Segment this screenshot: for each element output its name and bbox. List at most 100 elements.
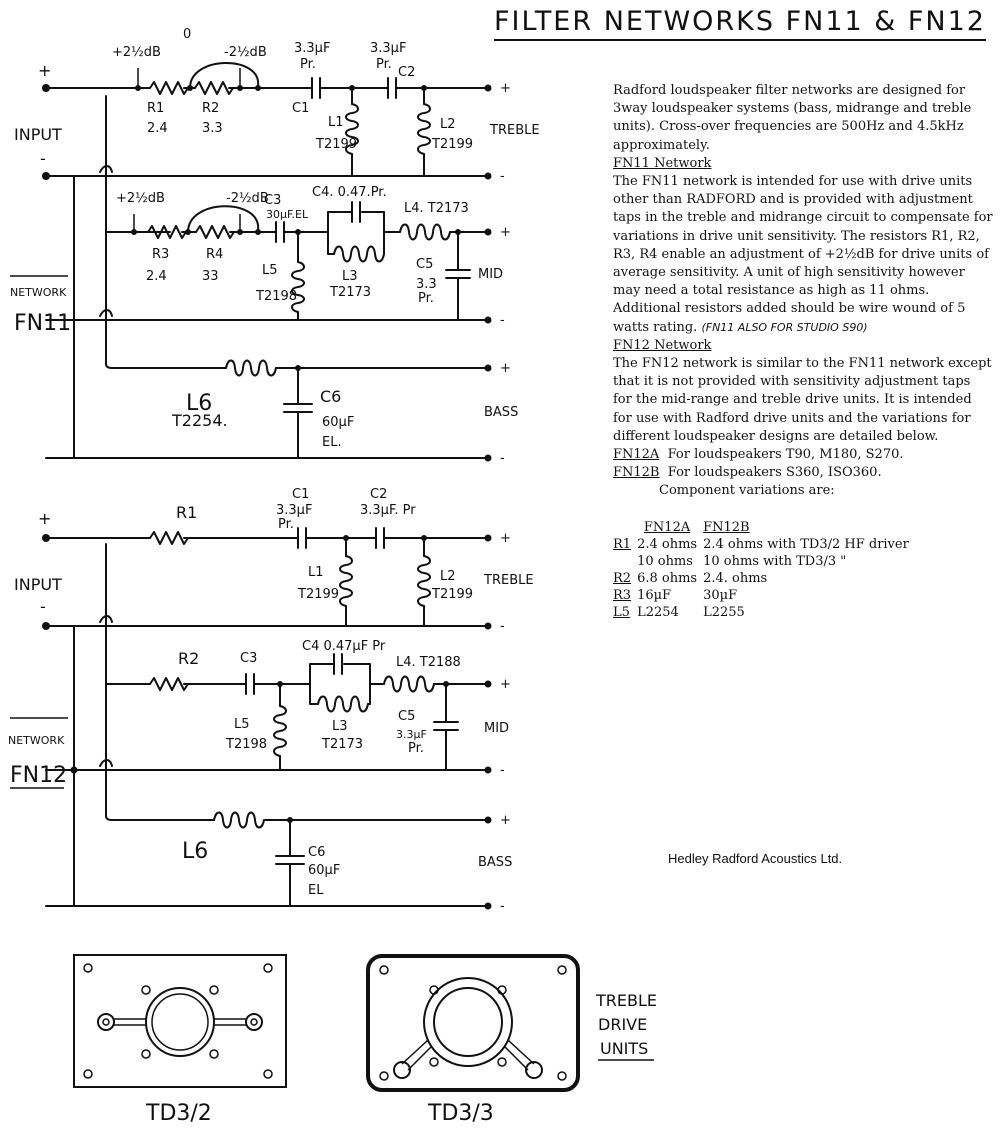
fn11-r2-value: 3.3 [202, 121, 223, 136]
table-cell: R3 [613, 587, 632, 603]
table-cell: 2.4. ohms [703, 570, 768, 586]
table-header-cell [613, 519, 637, 536]
fn11-r2-resistor [194, 81, 234, 95]
fn11-bass-plus: + [500, 361, 511, 376]
fn12-l5-label: L5 [234, 717, 250, 732]
fn11-circuit: + INPUT - +2½dB 0 -2½dB R1 2.4 R2 3.3 3.… [10, 27, 540, 466]
fn11-plus-label: + [38, 61, 51, 80]
table-cell: 2.4 ohms [637, 536, 698, 552]
fn12-c5-capacitor [433, 683, 459, 771]
fn12-l2-value: T2199 [431, 587, 473, 602]
fn11-tap-plus-label: +2½dB [112, 45, 161, 60]
fn12-network-label: NETWORK [8, 734, 65, 747]
fn12-l4-label: L4. T2188 [396, 655, 461, 670]
td32-label: TD3/2 [145, 1101, 212, 1126]
fn12-c5-label: C5 [398, 709, 415, 724]
fn11-bass-minus: - [500, 451, 505, 466]
fn11-c4-capacitor [351, 201, 361, 223]
fn12-plus-label: + [38, 509, 51, 528]
fn11-mid-label: MID [478, 267, 503, 282]
td32-drive-unit [73, 954, 287, 1088]
fn11-treble-plus: + [500, 81, 511, 96]
table-header-row: FN12A FN12B [613, 519, 915, 536]
table-cell: L2254 [637, 604, 679, 620]
fn12-bass-plus: + [500, 813, 511, 828]
treble-drive-units-heading-3: UNITS [600, 1039, 648, 1058]
fn11-c1-capacitor [311, 77, 321, 99]
description-text: Radford loudspeaker filter networks are … [613, 82, 993, 621]
fn11-l3-label: L3 [342, 269, 358, 284]
fn12-circuit: + INPUT - R1 C1 3.3µF Pr. C2 3.3µF. Pr L… [8, 487, 534, 914]
fn12-l3-label: L3 [332, 719, 348, 734]
fn11-tap-minus-label: -2½dB [224, 45, 267, 60]
fn11-r1-resistor [149, 81, 189, 95]
fn12-l2-label: L2 [440, 569, 456, 584]
company-name: Hedley Radford Acoustics Ltd. [668, 851, 843, 866]
table-row: L5 L2254 L2255 [613, 604, 915, 621]
fn12-r2-label: R2 [178, 649, 199, 668]
fn11-tap-zero-label: 0 [183, 27, 191, 42]
fn12b-text: For loudspeakers S360, ISO360. [667, 465, 882, 481]
fn11-c5-pr: Pr. [418, 291, 434, 306]
fn11-c2-capacitor [387, 77, 397, 99]
fn11-r4-value: 33 [202, 269, 219, 284]
fn12-c2-label: C2 [370, 487, 387, 502]
fn11-l6-value: T2254. [171, 411, 228, 430]
fn11-c6-label: C6 [320, 387, 341, 406]
fn12-input-label: INPUT [14, 575, 62, 594]
table-cell: 16µF [637, 587, 672, 603]
fn11-text: The FN11 network is intended for use wit… [613, 174, 993, 335]
fn12b-label: FN12B [613, 465, 660, 481]
fn12-r1-label: R1 [176, 503, 197, 522]
fn12-c5-pr: Pr. [408, 741, 424, 756]
fn12a-label: FN12A [613, 447, 660, 463]
fn11-r3-value: 2.4 [146, 269, 167, 284]
table-cell: 10 ohms with TD3/3 " [703, 553, 847, 569]
fn12-mid-minus: - [500, 763, 505, 778]
fn11-tap-link [189, 62, 260, 89]
page-title: FILTER NETWORKS FN11 & FN12 [494, 6, 986, 41]
fn11-l2-label: L2 [440, 117, 456, 132]
fn11-l5-value: T2198 [255, 289, 297, 304]
table-cell: 6.8 ohms [637, 570, 698, 586]
table-cell: L2255 [703, 604, 745, 620]
fn12a-text: For loudspeakers T90, M180, S270. [667, 447, 904, 463]
table-header-cell: FN12A [643, 519, 691, 535]
fn11-c2-value: 3.3µF [370, 41, 406, 56]
fn11-c2-label: C2 [398, 65, 415, 80]
fn12-paragraph: The FN12 network is similar to the FN11 … [613, 356, 992, 444]
fn11-minus-label: - [40, 149, 46, 168]
fn12-heading: FN12 Network [613, 337, 712, 353]
fn12-c5-value: 3.3µF [396, 728, 427, 741]
td33-drive-unit [366, 954, 580, 1092]
fn11-c1-label: C1 [292, 101, 309, 116]
fn12-treble-minus: - [500, 619, 505, 634]
fn12-c6-capacitor [275, 819, 305, 907]
fn12-network-id: FN12 [10, 763, 67, 788]
fn12-c2-capacitor [375, 527, 385, 549]
fn11-mid-tap-plus-label: +2½dB [116, 191, 165, 206]
table-cell [613, 553, 637, 570]
fn11-mid-minus: - [500, 313, 505, 328]
fn11-r1-label: R1 [147, 101, 164, 116]
fn12-c3-label: C3 [240, 651, 257, 666]
fn11-c5-value: 3.3 [416, 277, 437, 292]
treble-drive-units-heading-1: TREBLE [595, 991, 657, 1010]
fn12-c6-value: 60µF [308, 863, 340, 878]
fn12-mid-plus: + [500, 677, 511, 692]
fn12-c1-capacitor [297, 527, 307, 549]
fn11-r2-label: R2 [202, 101, 219, 116]
fn11-r1-value: 2.4 [147, 121, 168, 136]
fn12-treble-plus: + [500, 531, 511, 546]
fn11-c1-pr: Pr. [300, 57, 316, 72]
table-row: R2 6.8 ohms 2.4. ohms [613, 570, 915, 587]
table-cell: 30µF [703, 587, 738, 603]
table-row: 10 ohms 10 ohms with TD3/3 " [613, 553, 915, 570]
fn11-l1-value: T2199 [315, 137, 357, 152]
fn12-l1-value: T2199 [297, 587, 339, 602]
fn12b-line: FN12B For loudspeakers S360, ISO360. [613, 464, 993, 482]
fn11-l2-value: T2199 [431, 137, 473, 152]
fn11-l5-label: L5 [262, 263, 278, 278]
fn11-note: (FN11 ALSO FOR STUDIO S90) [701, 320, 868, 334]
